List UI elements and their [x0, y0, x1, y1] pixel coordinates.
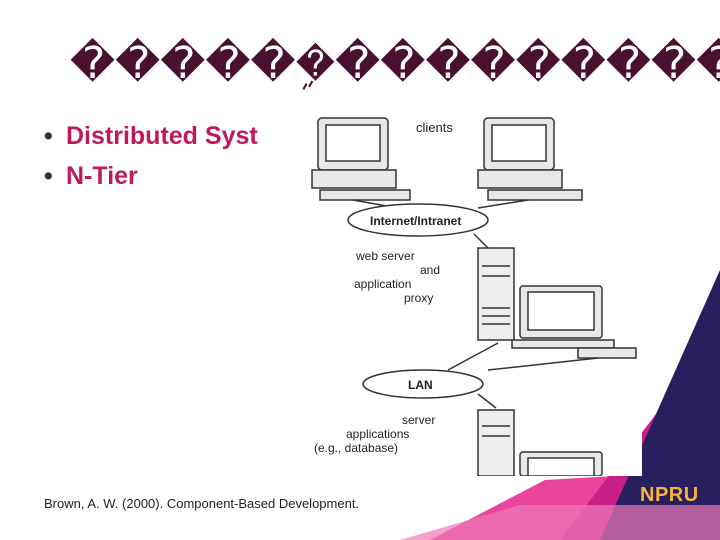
corner-light-pink-shape	[400, 505, 720, 540]
npru-logo: NPRU	[640, 484, 699, 506]
web-server-line: web server	[355, 249, 415, 263]
lan-cloud-icon	[362, 369, 484, 399]
bullet-label: Distributed Syst	[66, 122, 258, 150]
internet-label: Internet/Intranet	[370, 214, 461, 228]
bullet-dot: •	[44, 162, 53, 190]
server-line: applications	[346, 427, 409, 441]
admin-computer-icon	[511, 285, 637, 359]
clients-label: clients	[416, 120, 453, 135]
client-computer-icon	[311, 117, 411, 201]
client-computer-icon	[477, 117, 583, 201]
bullet-item: • Distributed Syst	[44, 116, 324, 156]
web-server-line: proxy	[404, 291, 433, 305]
network-diagram: clients Internet/Intranet web server and	[298, 108, 642, 477]
database-monitor-icon	[519, 451, 603, 477]
bullet-dot: •	[44, 122, 53, 150]
internet-cloud-icon	[347, 203, 489, 237]
slide-title: ������ܹ����������������	[70, 38, 720, 89]
web-server-line: and	[420, 263, 440, 277]
bullet-label: N-Tier	[66, 162, 138, 190]
web-server-line: application	[354, 277, 411, 291]
server-line: server	[402, 413, 435, 427]
lan-label: LAN	[408, 378, 433, 392]
server-line: (e.g., database)	[314, 441, 398, 455]
citation-text: Brown, A. W. (2000). Component-Based Dev…	[44, 496, 360, 511]
web-server-tower-icon	[477, 247, 515, 341]
bullet-list: • Distributed Syst • N-Tier	[44, 116, 324, 196]
bullet-item: • N-Tier	[44, 156, 324, 196]
network-diagram-svg: clients Internet/Intranet web server and	[311, 117, 637, 477]
database-server-icon	[477, 409, 515, 477]
